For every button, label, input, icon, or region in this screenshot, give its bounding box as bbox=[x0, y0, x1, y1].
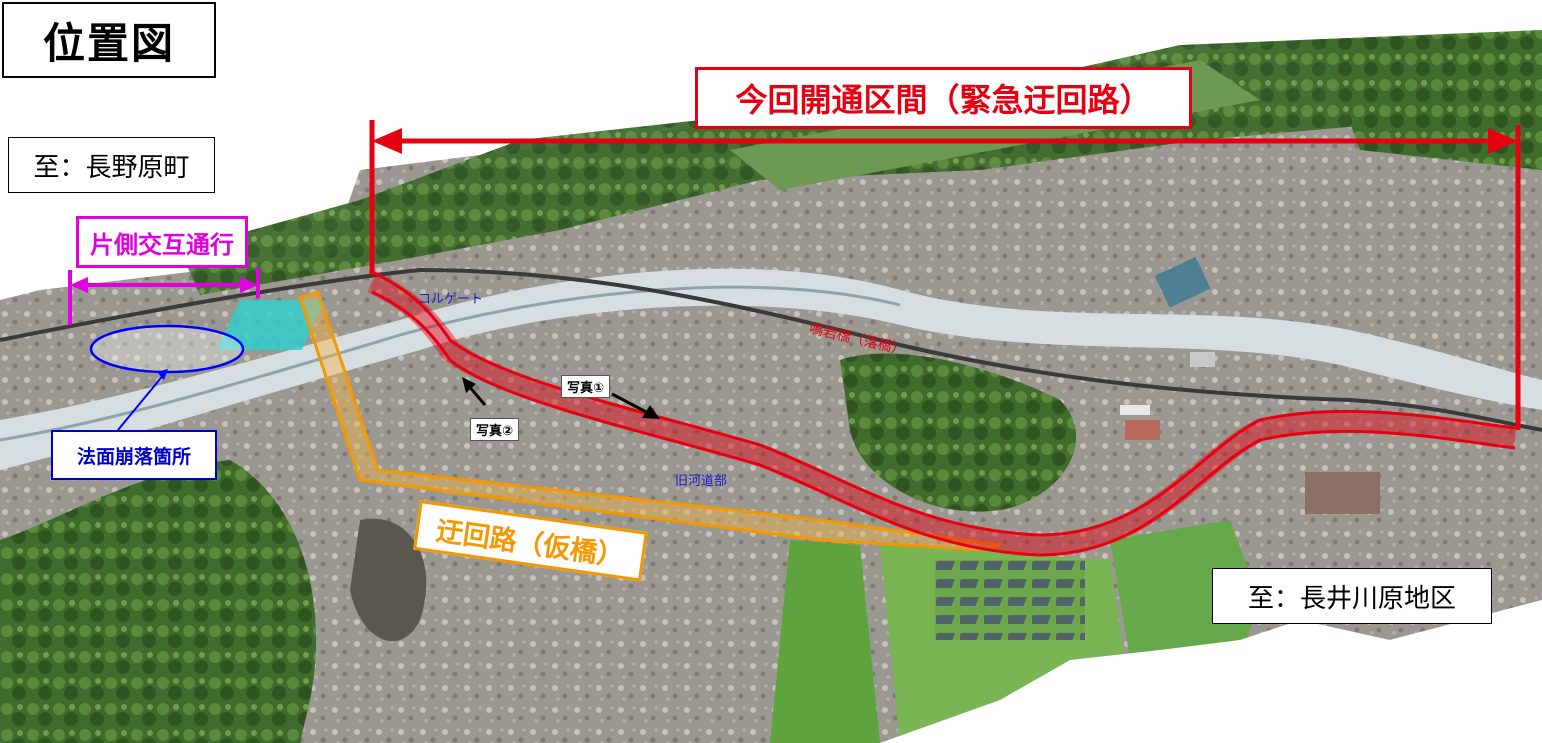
old-riverbed-label: 旧河道部 bbox=[675, 474, 728, 489]
opened-route bbox=[367, 272, 1517, 557]
destination-left-label: 至：長野原町 bbox=[8, 137, 215, 193]
one-way-traffic-label: 片側交互通行 bbox=[76, 216, 248, 268]
photo-1-label: 写真① bbox=[561, 375, 611, 398]
terrain bbox=[0, 30, 1542, 743]
slope-collapse-label: 法面崩落箇所 bbox=[51, 430, 217, 480]
collapse-ellipse bbox=[89, 324, 245, 374]
culvert-label: コルゲート bbox=[418, 292, 484, 307]
section-opened-label: 今回開通区間（緊急迂回路） bbox=[695, 67, 1192, 129]
destination-right-label: 至：長井川原地区 bbox=[1212, 568, 1492, 624]
photo-1-arrow bbox=[611, 392, 660, 419]
one-way-arrow bbox=[68, 268, 260, 325]
photo-2-label: 写真② bbox=[470, 418, 520, 441]
map-title: 位置図 bbox=[2, 2, 216, 78]
photo-2-arrow bbox=[462, 377, 487, 406]
detour-route bbox=[298, 290, 1001, 552]
section-extent-arrow bbox=[369, 120, 1521, 430]
